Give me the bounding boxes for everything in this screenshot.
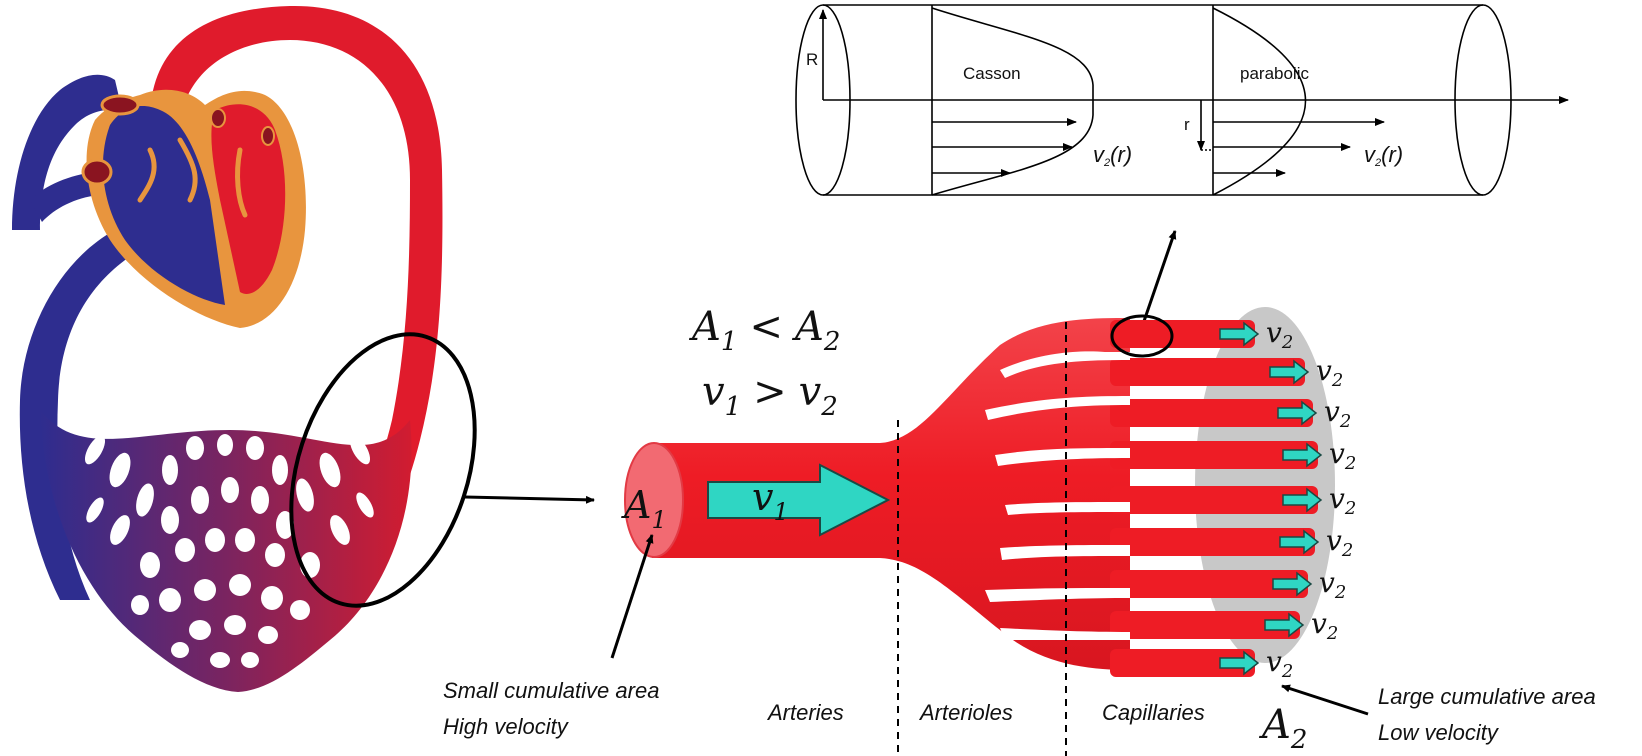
branch-gaps bbox=[985, 351, 1130, 640]
large-area-text: Large cumulative area bbox=[1378, 684, 1596, 709]
capillary-tube bbox=[1110, 441, 1318, 469]
r-label: r bbox=[1184, 115, 1190, 134]
capillary-zoom-ellipse bbox=[1110, 314, 1174, 358]
outlet-velocity-label: v2 bbox=[1329, 437, 1356, 474]
outlet-flow-arrows bbox=[1219, 321, 1323, 676]
inlet-opening bbox=[625, 443, 683, 557]
inlet-area-label: A1 bbox=[621, 483, 667, 534]
left-heart-blue bbox=[102, 105, 225, 305]
high-velocity-text: High velocity bbox=[443, 714, 570, 739]
aortic-arch bbox=[150, 5, 443, 571]
outlet-velocity-label: v2 bbox=[1319, 566, 1346, 603]
venous-loop bbox=[19, 230, 141, 600]
outlet-velocity-label: v2 bbox=[1326, 524, 1353, 561]
outlet-velocity-label: v2 bbox=[1266, 316, 1293, 353]
capillary-tube bbox=[1110, 649, 1255, 677]
capillary-holes bbox=[84, 434, 374, 668]
region-arteries: Arteries bbox=[766, 700, 844, 725]
capillary-tube bbox=[1110, 399, 1313, 427]
outlet-flow-arrow bbox=[1219, 650, 1260, 676]
outlet-flow-arrow bbox=[1282, 487, 1323, 513]
heart-valves bbox=[137, 137, 248, 218]
capillary-tube bbox=[1110, 570, 1308, 598]
heart bbox=[81, 89, 306, 328]
region-arterioles: Arterioles bbox=[918, 700, 1013, 725]
vessel-tree bbox=[624, 307, 1335, 756]
inlet-velocity-label: v1 bbox=[752, 475, 789, 526]
vena-cava-upper bbox=[12, 74, 122, 230]
pulmonary-vessel-2 bbox=[81, 158, 113, 186]
parabolic-velocity-label: v2(r) bbox=[1364, 142, 1403, 169]
parabolic-label: parabolic bbox=[1240, 64, 1309, 83]
casson-profile-curve bbox=[931, 7, 1094, 196]
region-capillaries: Capillaries bbox=[1102, 700, 1205, 725]
small-area-text: Small cumulative area bbox=[443, 678, 659, 703]
outlet-velocity-label: v2 bbox=[1266, 645, 1293, 682]
outlet-velocity-label: v2 bbox=[1316, 354, 1343, 391]
right-heart-red bbox=[211, 104, 286, 294]
pulmonary-vessel-3 bbox=[210, 108, 226, 128]
outlet-flow-arrow bbox=[1279, 529, 1320, 555]
area-relation: A1<A2 bbox=[688, 304, 840, 357]
casson-label: Casson bbox=[963, 64, 1021, 83]
inlet-opening-rim bbox=[624, 442, 684, 558]
vena-cava-branch bbox=[30, 172, 98, 222]
capillary-tube bbox=[1110, 528, 1315, 556]
large-area-arrow bbox=[1281, 684, 1369, 716]
capillary-tube bbox=[1110, 611, 1300, 639]
capillary-tube bbox=[1110, 358, 1305, 386]
pulmonary-vessel-4 bbox=[261, 126, 275, 146]
capillary-tube bbox=[1110, 320, 1255, 348]
casson-velocity-label: v2(r) bbox=[1093, 142, 1132, 169]
outlet-velocity-labels: v2 v2 v2 v2 v2 v2 v2 v2 v2 bbox=[1266, 316, 1356, 682]
outlet-flow-arrow bbox=[1277, 400, 1318, 426]
parabolic-profile-curve bbox=[1212, 7, 1307, 196]
inlet-flow-arrow bbox=[707, 463, 891, 537]
zoom-to-profile-arrow bbox=[1140, 230, 1177, 328]
small-area-arrow bbox=[610, 534, 654, 659]
velocity-profile-panel bbox=[795, 4, 1569, 196]
zoom-ellipse bbox=[289, 332, 477, 608]
capillary-tube bbox=[1110, 486, 1318, 514]
low-velocity-text: Low velocity bbox=[1378, 720, 1500, 745]
pulmonary-vessel-1 bbox=[100, 94, 140, 116]
velocity-relation: v1>v2 bbox=[702, 369, 838, 422]
capillary-bed bbox=[40, 410, 412, 692]
outlet-flow-arrow bbox=[1269, 359, 1310, 385]
outlet-velocity-label: v2 bbox=[1311, 607, 1338, 644]
circulation-illustration bbox=[12, 5, 595, 692]
zoom-arrow bbox=[464, 495, 595, 504]
r-axis-label: R bbox=[806, 50, 818, 69]
outlet-flow-arrow bbox=[1219, 321, 1260, 347]
outlet-velocity-label: v2 bbox=[1324, 395, 1351, 432]
outlet-velocity-label: v2 bbox=[1329, 482, 1356, 519]
outlet-flow-arrow bbox=[1282, 442, 1323, 468]
outlet-flow-arrow bbox=[1272, 571, 1313, 597]
outlet-area-label: A2 bbox=[1258, 702, 1307, 755]
capillary-tubes bbox=[1110, 320, 1318, 677]
outlet-flow-arrow bbox=[1264, 612, 1305, 638]
